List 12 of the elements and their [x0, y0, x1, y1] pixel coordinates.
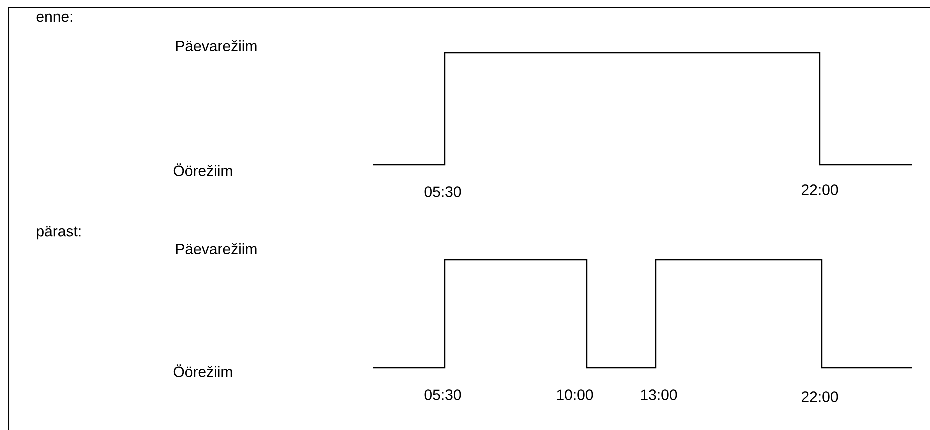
- level-label: Öörežiim: [174, 364, 232, 378]
- section-label: enne:: [36, 14, 72, 22]
- time-label: 05:30: [424, 390, 462, 400]
- level-label: Päevarežiim: [176, 40, 257, 52]
- level-label: Päevarežiim: [176, 243, 257, 255]
- time-label: 22:00: [802, 392, 838, 402]
- level-label: Öörežiim: [174, 164, 232, 176]
- time-label: 05:30: [424, 186, 462, 198]
- time-label: 22:00: [802, 184, 838, 196]
- time-label: 10:00: [557, 390, 594, 400]
- time-label: 13:00: [641, 390, 678, 400]
- section-label: pärast:: [37, 226, 81, 240]
